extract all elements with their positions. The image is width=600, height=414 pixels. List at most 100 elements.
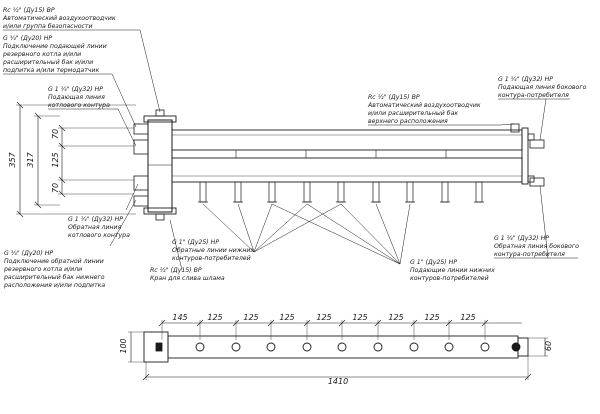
boiler-supply-line-1: G 1 ¼" (Ду32) НР <box>48 86 103 93</box>
drain-line-2: Кран для слива шлама <box>150 275 225 282</box>
dim-tick <box>34 112 42 120</box>
leader-supply <box>375 203 401 265</box>
return-lower-line-2: Обратные линии нижних <box>172 246 254 254</box>
tl-reserve-supply-line-3: резервного котла и/или <box>2 51 81 58</box>
spacing-dim: 125 <box>279 313 294 322</box>
top-outlet-circle <box>266 342 276 352</box>
separator-bottom-cap <box>143 207 177 215</box>
label-side-supply: G 1 ¼" (Ду32) НР Подающая линия бокового… <box>498 76 587 99</box>
right-end-cap <box>521 127 529 185</box>
dim-tick <box>445 319 453 327</box>
top-view-spacing-dims: 145 125 125 125 125 125 125 125 125 <box>172 313 475 322</box>
supply-lower-line-1: G 1" (Ду25) НР <box>410 259 457 266</box>
spacing-dim: 125 <box>388 313 403 322</box>
consumer-nozzle <box>441 181 449 203</box>
spacing-dim: 125 <box>243 313 258 322</box>
boiler-supply-nozzle-top <box>133 123 149 135</box>
top-outlet-circle <box>337 342 347 352</box>
tl-reserve-supply-line-1: G ¾" (Ду20) НР <box>3 35 52 42</box>
label-top-left-reserve-supply: G ¾" (Ду20) НР Подключение подающей лини… <box>2 35 107 74</box>
label-right-air-vent: Rc ½" (Ду15) ВР Автоматический воздухоот… <box>367 93 481 125</box>
side-return-line-2: Обратная линия бокового <box>494 242 579 250</box>
dim-tick <box>303 319 311 327</box>
top-outlet-circle <box>302 342 312 352</box>
dim-depth-left: 100 <box>119 338 128 353</box>
leader-boiler-return <box>125 183 139 211</box>
leader-side-return <box>539 185 549 259</box>
dim-tick <box>410 319 418 327</box>
bl-reserve-return-line-4: расширительный бак нижнего <box>3 273 105 281</box>
side-supply-line-2: Подающая линия бокового <box>498 83 587 91</box>
label-supply-lower: G 1" (Ду25) НР Подающие линии нижних кон… <box>410 259 495 282</box>
boiler-return-line-1: G 1 ¼" (Ду32) НР <box>68 216 123 223</box>
boiler-supply-line-2: Подающая линия <box>48 94 105 101</box>
consumer-nozzle <box>372 181 380 203</box>
consumer-nozzle <box>337 181 345 203</box>
dim-tick <box>524 373 532 381</box>
tl-reserve-supply-line-4: расширительный бак и/или <box>2 58 93 66</box>
bl-reserve-return-line-3: резервного котла и/или <box>3 266 82 273</box>
r-air-vent-line-1: Rc ½" (Ду15) ВР <box>368 93 420 101</box>
dim-tick <box>58 142 66 150</box>
dim-tick <box>16 210 24 218</box>
leader-return <box>253 203 273 253</box>
dim-inner-height: 317 <box>26 151 35 167</box>
separator-top-vent <box>155 109 165 117</box>
spacing-dim: 125 <box>207 313 222 322</box>
leader-reserve-supply <box>111 73 137 128</box>
dim-125: 125 <box>51 152 60 167</box>
top-outlet-circle <box>444 342 454 352</box>
dim-tick <box>34 201 42 209</box>
consumer-nozzle <box>406 181 414 203</box>
right-end-nozzle-top <box>527 133 535 141</box>
right-end-nozzle-bottom <box>527 175 535 183</box>
side-return-line-3: контура-потребителя <box>494 250 565 258</box>
drawing-geometry <box>3 29 578 381</box>
boiler-return-nozzle <box>133 175 149 191</box>
leader-boiler-supply <box>117 108 137 147</box>
leader-right-air-vent <box>499 123 515 126</box>
side-supply-line-1: G 1 ¼" (Ду32) НР <box>498 76 553 83</box>
tl-reserve-supply-line-5: подпитка и/или термодатчик <box>3 67 99 74</box>
top-separator-port <box>155 342 163 352</box>
top-outlet-circle <box>195 342 205 352</box>
leader-air-vent-left <box>139 29 161 113</box>
separator-drain <box>155 213 165 221</box>
spacing-dim: 125 <box>424 313 439 322</box>
dim-tick <box>374 319 382 327</box>
supply-lower-line-2: Подающие линии нижних <box>410 267 495 274</box>
consumer-nozzle <box>303 181 311 203</box>
drain-line-1: Rc ½" (Ду15) ВР <box>150 266 202 274</box>
label-return-lower: G 1" (Ду25) НР Обратные линии нижних кон… <box>172 239 254 262</box>
dim-total-height: 357 <box>8 151 17 167</box>
separator-top-cap <box>143 115 177 123</box>
tl-air-vent-line-1: Rc ½" (Ду15) ВР <box>3 6 55 14</box>
side-supply-nozzle <box>529 139 545 149</box>
tl-air-vent-line-2: Автоматический воздухоотводчик <box>2 15 116 22</box>
dim-tick <box>142 373 150 381</box>
label-boiler-return: G 1 ¼" (Ду32) НР Обратная линия котловог… <box>68 216 130 239</box>
consumer-nozzle <box>234 181 242 203</box>
top-outlet-circle <box>231 342 241 352</box>
tl-air-vent-line-3: и/или группа безопасности <box>3 22 93 30</box>
tl-reserve-supply-line-2: Подключение подающей линии <box>3 43 107 50</box>
top-outlet-circle <box>409 342 419 352</box>
boiler-return-line-3: котлового контура <box>68 232 130 239</box>
upper-header-body <box>171 129 523 151</box>
label-drain: Rc ½" (Ду15) ВР Кран для слива шлама <box>150 266 225 282</box>
spacing-dim: 145 <box>172 313 187 322</box>
r-air-vent-line-4: верхнего расположения <box>368 118 448 125</box>
separator-body <box>147 119 173 213</box>
lower-header-body <box>171 157 523 183</box>
side-return-nozzle <box>529 177 545 187</box>
leader-supply <box>399 203 411 265</box>
bl-reserve-return-line-5: расположения и/или подпитка <box>3 282 105 289</box>
consumer-nozzle <box>268 181 276 203</box>
return-lower-line-3: контуров-потребителей <box>172 254 251 262</box>
dim-70-top: 70 <box>51 129 60 139</box>
bl-reserve-return-line-1: G ¾" (Ду20) НР <box>4 250 53 257</box>
dim-tick <box>338 319 346 327</box>
dim-tick <box>267 319 275 327</box>
bl-reserve-return-line-2: Подключение обратной линии <box>4 257 104 265</box>
side-supply-line-3: контура-потребителя <box>498 91 569 99</box>
